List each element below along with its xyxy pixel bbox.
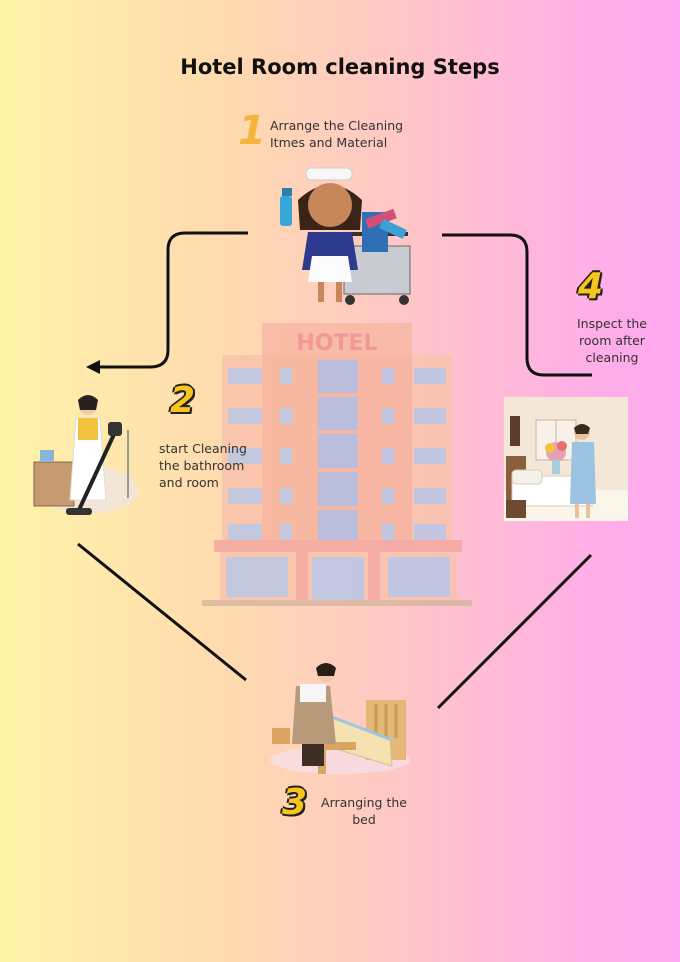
step-3-number: 3 [282,782,308,823]
connector-1-to-2 [100,231,248,369]
step-4-line: Inspect the [576,316,647,331]
step-1-number: 1 [238,108,266,154]
arrow-head-icon [86,360,100,374]
step-2-label: start Cleaning the bathroom and room [159,440,269,491]
step-4-line: cleaning [585,350,639,365]
vacuum-cleaning-illustration [33,395,138,515]
connector-4-to-3 [436,553,593,710]
step-1-line: Arrange the Cleaning [270,118,404,133]
step-4-label: Inspect the room after cleaning [572,315,652,366]
step-2-line: the bathroom [159,458,245,473]
step-3-line: bed [352,812,376,827]
step-3-line: Arranging the [321,795,407,810]
room-inspection-illustration [504,397,628,521]
connector-2-to-3 [77,542,247,682]
connector-4-to-1 [442,233,592,377]
step-2-line: and room [159,475,219,490]
step-2-number: 2 [170,380,196,421]
step-4-line: room after [579,333,645,348]
step-1-label: Arrange the Cleaning Itmes and Material [270,117,440,151]
hotel-building-illustration: HOTEL [202,323,472,606]
step-2-line: start Cleaning [159,441,247,456]
bed-making-illustration [270,663,410,774]
maid-with-cart-illustration [280,167,411,305]
step-3-label: Arranging the bed [314,794,414,828]
step-4-number: 4 [578,266,604,307]
hotel-sign-text: HOTEL [296,331,377,356]
flow-connectors [77,231,593,710]
page-title: Hotel Room cleaning Steps [180,55,500,79]
step-1-line: Itmes and Material [270,135,388,150]
